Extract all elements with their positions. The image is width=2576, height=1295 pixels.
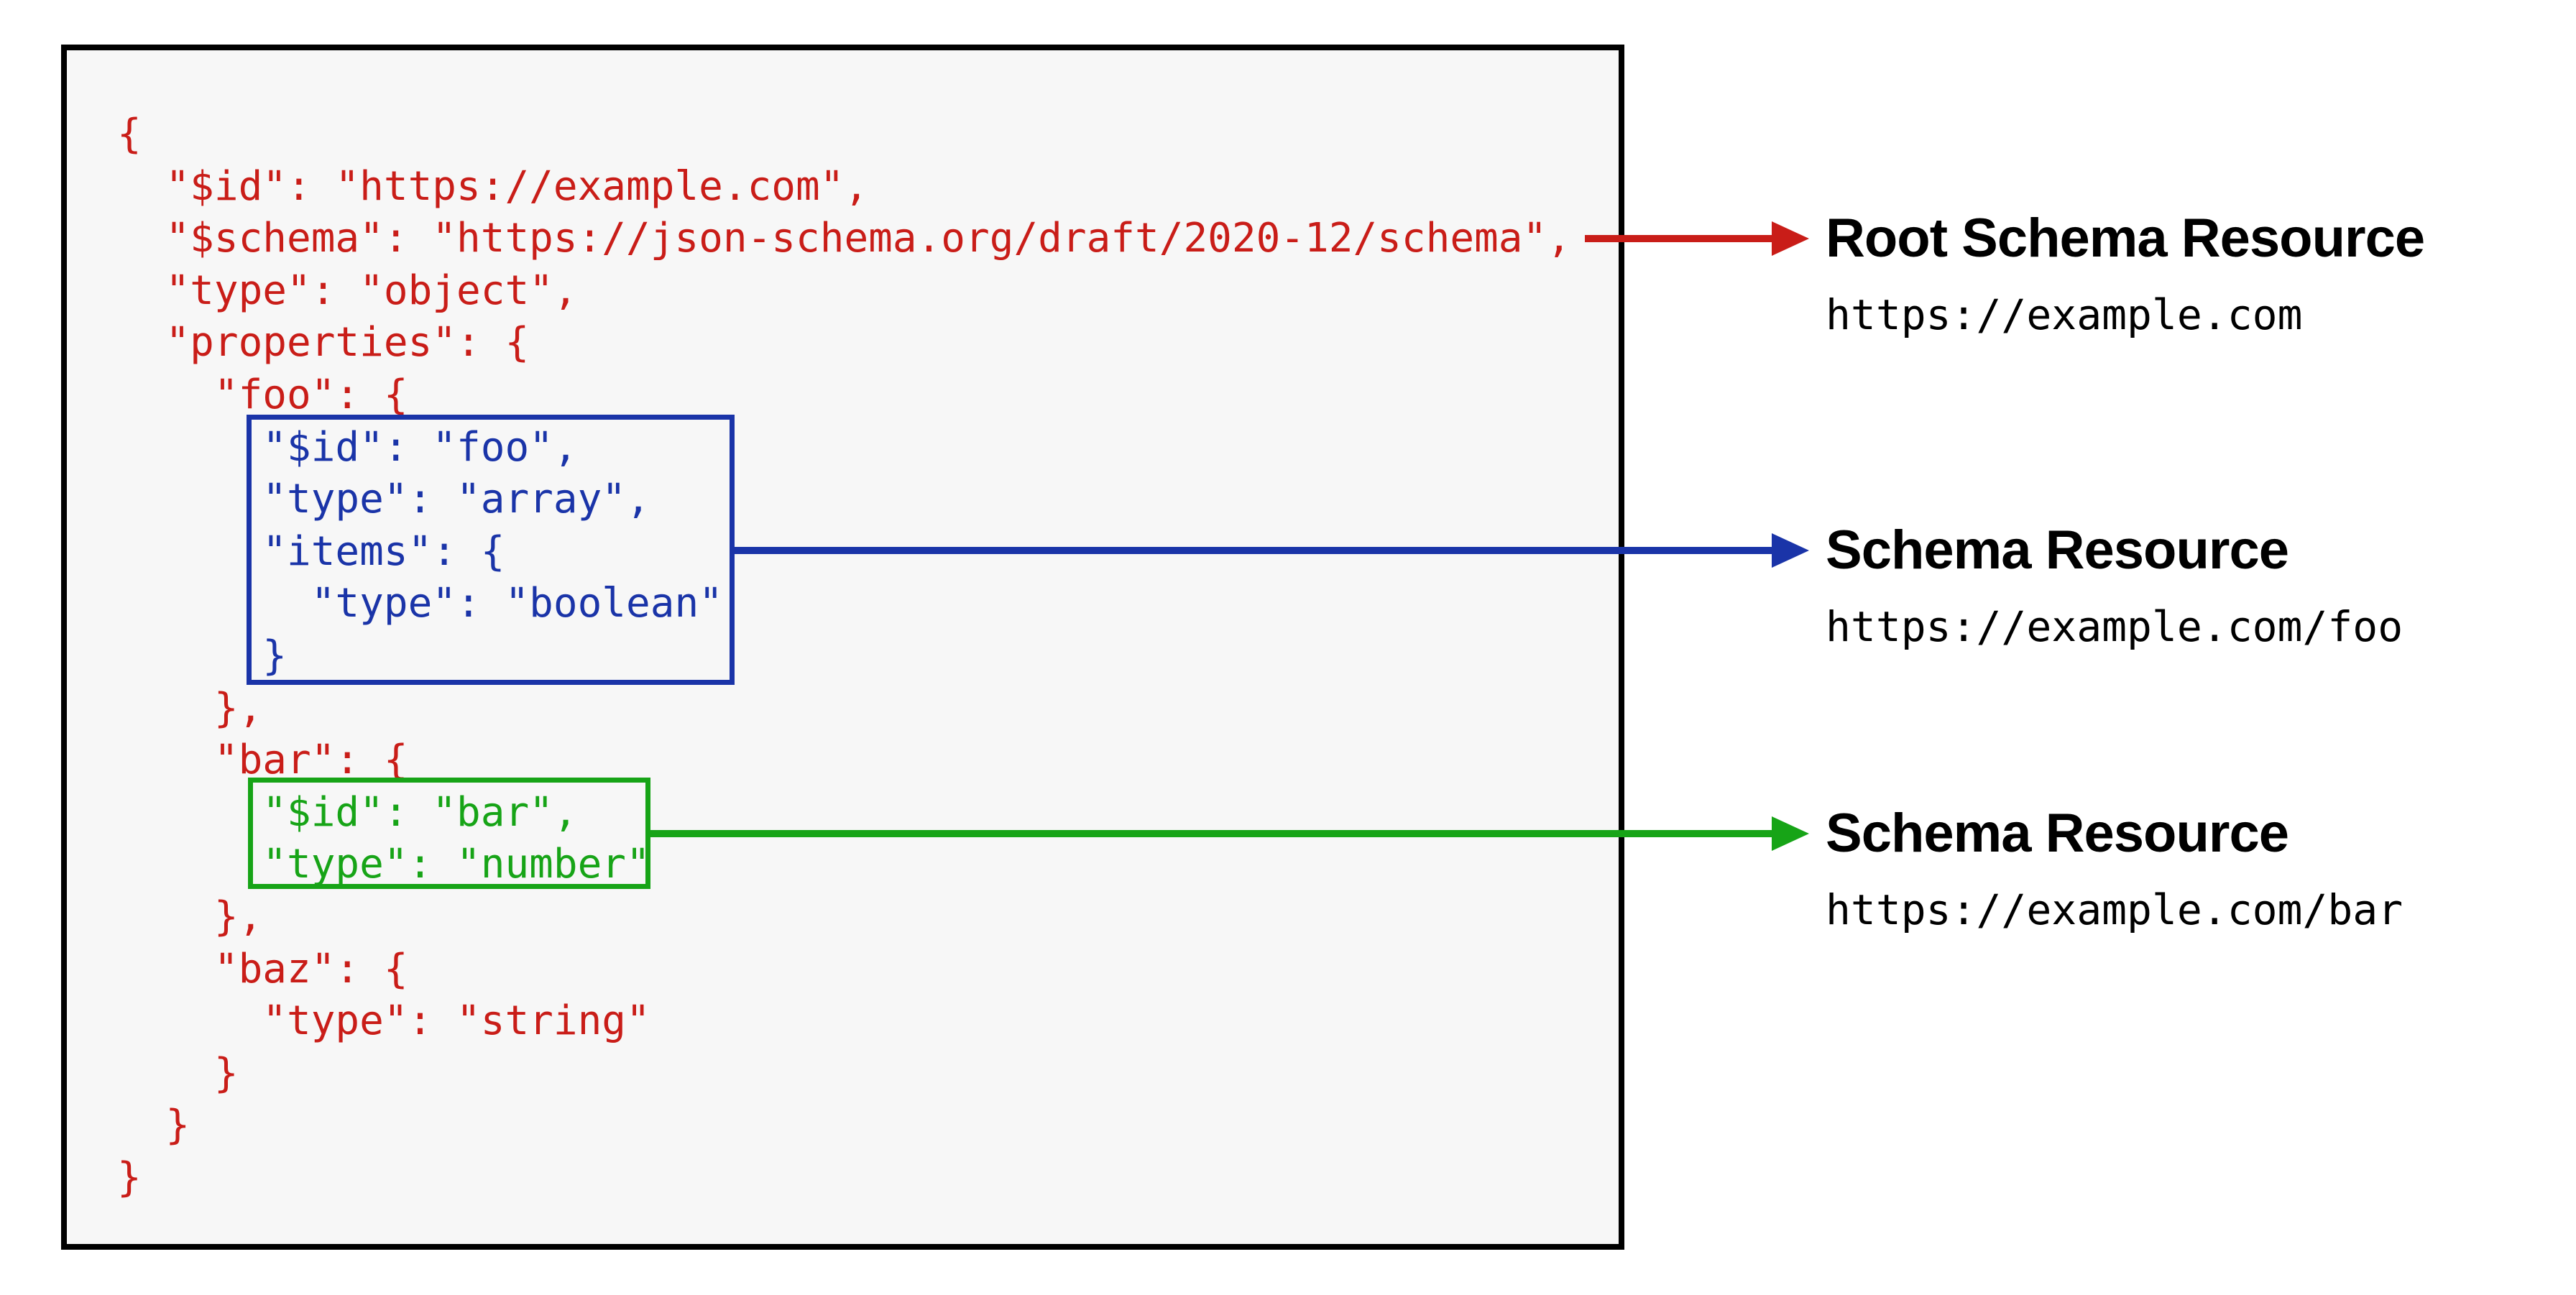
bar-schema-resource-arrow — [649, 816, 1809, 851]
annotation-title: Schema Resource — [1826, 803, 2289, 864]
annotation-title: Root Schema Resource — [1826, 208, 2425, 269]
foo-schema-resource-outline — [247, 415, 735, 685]
code-line: "$id": "https://example.com", — [117, 162, 869, 210]
arrowhead-right-icon — [1772, 816, 1809, 851]
schema-code-panel — [61, 45, 1624, 1250]
code-line: "properties": { — [117, 319, 530, 367]
code-line: }, — [117, 684, 263, 732]
json-schema-code: { "$id": "https://example.com", "$schema… — [117, 109, 1571, 1204]
annotation-root-schema-resource: Root Schema Resource https://example.com — [1826, 204, 2425, 339]
root-schema-resource-arrow — [1585, 221, 1809, 256]
code-line: "$id": "bar", — [117, 788, 578, 836]
arrowhead-right-icon — [1772, 221, 1809, 256]
code-line: }, — [117, 893, 263, 940]
code-line: { — [117, 111, 142, 157]
code-line: } — [117, 1102, 190, 1149]
annotation-url: https://example.com/bar — [1826, 885, 2404, 934]
code-line: "baz": { — [117, 945, 408, 992]
code-line: "type": "string" — [117, 997, 650, 1045]
code-line: "$schema": "https://json-schema.org/draf… — [117, 215, 1571, 262]
code-line: "type": "object", — [117, 267, 578, 314]
annotation-bar-schema-resource: Schema Resource https://example.com/bar — [1826, 799, 2403, 933]
bar-schema-resource-outline — [248, 778, 650, 889]
code-line: "type": "number" — [117, 841, 650, 888]
code-line: "$id": "foo", — [117, 423, 578, 471]
code-line: "foo": { — [117, 371, 408, 418]
annotation-url: https://example.com/foo — [1826, 602, 2404, 651]
annotation-title: Schema Resource — [1826, 520, 2289, 581]
foo-schema-resource-arrow — [735, 533, 1809, 568]
code-line: } — [117, 1153, 142, 1201]
annotation-url: https://example.com — [1826, 290, 2303, 339]
code-line: } — [117, 632, 288, 679]
code-line: "bar": { — [117, 737, 408, 784]
annotation-foo-schema-resource: Schema Resource https://example.com/foo — [1826, 516, 2403, 650]
code-line: "type": "array", — [117, 476, 650, 523]
code-line: "items": { — [117, 527, 505, 575]
arrowhead-right-icon — [1772, 533, 1809, 568]
code-line: } — [117, 1049, 239, 1097]
code-line: "type": "boolean" — [117, 580, 723, 627]
